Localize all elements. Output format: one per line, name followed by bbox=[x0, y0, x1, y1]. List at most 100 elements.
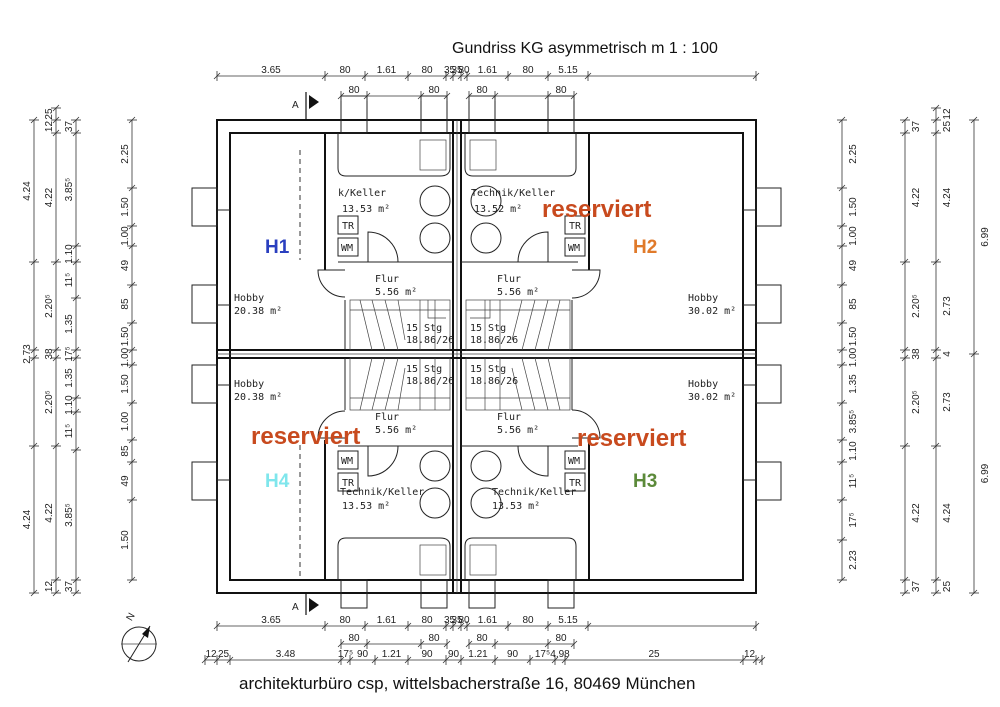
dimension-label: 80 bbox=[555, 633, 567, 644]
reserved-labels: reserviert reserviert reserviert bbox=[251, 196, 686, 452]
appliance-labels: TR WM TR WM WM TR WM TR bbox=[341, 221, 582, 489]
dimension-label: 37 bbox=[911, 581, 922, 593]
technik-area-h3: 13.53 m² bbox=[492, 501, 540, 512]
dimension-label: 17⁵ bbox=[848, 512, 859, 527]
dimension-label: 49 bbox=[848, 260, 859, 272]
wm-label: WM bbox=[341, 243, 353, 254]
dimension-label: 85 bbox=[120, 298, 131, 310]
dimension-label: 12 bbox=[205, 649, 217, 660]
dimension-label: 85 bbox=[120, 445, 131, 457]
flur-area-h4: 5.56 m² bbox=[375, 425, 417, 436]
dimension-label: 25 bbox=[942, 121, 953, 133]
dimension-label: 90 bbox=[507, 649, 519, 660]
flur-label-h1: Flur bbox=[375, 274, 399, 285]
dimension-label: 80 bbox=[348, 85, 360, 96]
dimension-label: 12 bbox=[44, 121, 55, 133]
dimension-label: 2.23 bbox=[848, 550, 859, 570]
dimension-label: 1.10 bbox=[64, 395, 75, 415]
dimension-label: 38 bbox=[911, 348, 922, 360]
flur-area-h3: 5.56 m² bbox=[497, 425, 539, 436]
dimension-label: 1.61 bbox=[478, 65, 498, 76]
dimension-label: 49 bbox=[120, 475, 131, 487]
tr-label: TR bbox=[569, 221, 582, 232]
stair-ratio: 18.86/26 bbox=[406, 376, 454, 387]
dimension-label: 12 bbox=[744, 649, 756, 660]
dimension-label: 90 bbox=[357, 649, 369, 660]
dimension-label: 1.50 bbox=[120, 530, 131, 550]
tr-label: TR bbox=[569, 478, 582, 489]
dimension-label: 1.21 bbox=[382, 649, 402, 660]
dimension-label: 1.35 bbox=[64, 314, 75, 334]
dimension-label: 1.61 bbox=[377, 65, 397, 76]
dimension-label: 25 bbox=[942, 581, 953, 593]
dimension-label: 1.00 bbox=[848, 226, 859, 246]
unit-label-h4: H4 bbox=[265, 471, 290, 492]
dimension-label: 6.99 bbox=[980, 227, 991, 247]
dimension-label: 4.98 bbox=[550, 649, 570, 660]
doors bbox=[317, 231, 601, 477]
dimension-label: 2.73 bbox=[942, 392, 953, 412]
dimension-label: 90 bbox=[421, 649, 433, 660]
dimension-label: 5.15 bbox=[558, 65, 578, 76]
dimension-label: 1.21 bbox=[468, 649, 488, 660]
dimension-label: 11⁵ bbox=[848, 474, 859, 489]
dimension-label: 2.73 bbox=[942, 296, 953, 316]
reserved-label-h4: reserviert bbox=[251, 423, 360, 450]
reserved-label-h3: reserviert bbox=[577, 425, 686, 452]
dimension-label: 4.22 bbox=[911, 503, 922, 523]
section-marks: A A bbox=[292, 92, 319, 615]
wm-label: WM bbox=[568, 243, 580, 254]
dimension-label: 85 bbox=[848, 298, 859, 310]
dimension-label: 2.20⁵ bbox=[44, 390, 55, 414]
dimension-label: 12 bbox=[942, 108, 953, 120]
technik-label-h2: Technik/Keller bbox=[471, 188, 555, 199]
dimension-label: 1.00 bbox=[120, 226, 131, 246]
dimension-label: 4.22 bbox=[44, 503, 55, 523]
dimension-label: 4.24 bbox=[22, 181, 33, 201]
technik-area-h1: 13.53 m² bbox=[342, 204, 390, 215]
dimension-label: 4.22 bbox=[44, 187, 55, 207]
dimension-label: 38 bbox=[44, 348, 55, 360]
dimension-label: 37 bbox=[911, 121, 922, 133]
dimension-label: 80 bbox=[522, 615, 534, 626]
dimension-label: 3.65 bbox=[261, 65, 281, 76]
dimension-label: 3.65 bbox=[261, 615, 281, 626]
tr-label: TR bbox=[342, 478, 355, 489]
dimension-label: 1.50 bbox=[120, 326, 131, 346]
stair-steps: 15 Stg bbox=[406, 323, 442, 334]
dimension-label: 12 bbox=[44, 581, 55, 593]
dimension-label: 2.20⁵ bbox=[44, 294, 55, 318]
unit-labels: H1 H2 H3 H4 bbox=[265, 237, 657, 492]
dimension-label: 80 bbox=[522, 65, 534, 76]
dimension-label: 80 bbox=[348, 633, 360, 644]
section-mark-top: A bbox=[292, 100, 299, 111]
wm-label: WM bbox=[568, 456, 580, 467]
unit-label-h3: H3 bbox=[633, 471, 657, 492]
north-arrow: N bbox=[121, 611, 157, 663]
hobby-label-h1: Hobby bbox=[234, 293, 264, 304]
flur-label-h3: Flur bbox=[497, 412, 521, 423]
dimension-label: 11⁵ bbox=[64, 273, 75, 288]
dimension-label: 90 bbox=[448, 649, 460, 660]
hobby-label-h3: Hobby bbox=[688, 379, 718, 390]
room-labels: k/Keller 13.53 m² Technik/Keller 13.52 m… bbox=[234, 188, 736, 512]
dimension-label: 3.85⁵ bbox=[64, 178, 75, 202]
dimension-label: 17⁵ bbox=[535, 649, 550, 660]
dimension-label: 80 bbox=[458, 615, 470, 626]
hobby-area-h4: 20.38 m² bbox=[234, 392, 282, 403]
stair-ratio: 18.86/26 bbox=[406, 335, 454, 346]
dimension-label: 17⁵ bbox=[338, 649, 353, 660]
flur-area-h2: 5.56 m² bbox=[497, 287, 539, 298]
dimension-label: 37 bbox=[64, 121, 75, 133]
stair-steps: 15 Stg bbox=[470, 364, 506, 375]
dimension-label: 2.25 bbox=[120, 144, 131, 164]
hobby-label-h4: Hobby bbox=[234, 379, 264, 390]
dimension-label: 25 bbox=[44, 108, 55, 120]
wm-label: WM bbox=[341, 456, 353, 467]
unit-label-h2: H2 bbox=[633, 237, 657, 258]
stair-ratio: 18.86/26 bbox=[470, 335, 518, 346]
dimension-label: 80 bbox=[339, 65, 351, 76]
technik-label-h4: Technik/Keller bbox=[340, 487, 424, 498]
flur-label-h2: Flur bbox=[497, 274, 521, 285]
